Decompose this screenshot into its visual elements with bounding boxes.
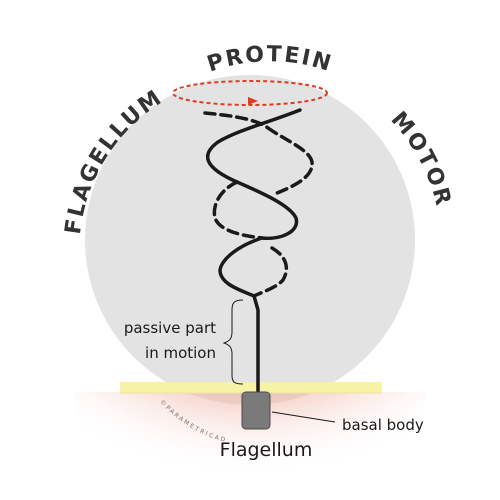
rotation-ring — [172, 80, 328, 106]
passive-part-label-line2: in motion — [145, 344, 216, 362]
flagellum-back-strand — [212, 180, 264, 240]
flagellum-back-strand — [252, 246, 289, 298]
basal-body-leader-line — [271, 411, 336, 423]
flagellum-back-strand — [203, 111, 270, 130]
flagellum-front-strand — [218, 236, 264, 298]
cell-membrane — [120, 382, 382, 393]
flagellum-back-strand — [266, 126, 314, 197]
helical-flagellum — [203, 108, 314, 397]
basal-body-label: basal body — [342, 416, 424, 434]
rotation-arrow-icon — [248, 97, 258, 105]
flagellum-front-strand — [235, 180, 299, 241]
motor-background-disk — [85, 75, 415, 405]
passive-part-brace — [222, 299, 244, 385]
cell-interior — [75, 392, 425, 500]
flagellum-straight-hook — [252, 294, 260, 397]
flagellum-front-strand — [206, 108, 302, 184]
passive-part-label-line1: passive part — [124, 319, 216, 337]
flagellum-label: Flagellum — [220, 439, 313, 461]
protein-arc-heading: PROTEIN — [204, 42, 335, 77]
basal-body — [241, 391, 271, 430]
